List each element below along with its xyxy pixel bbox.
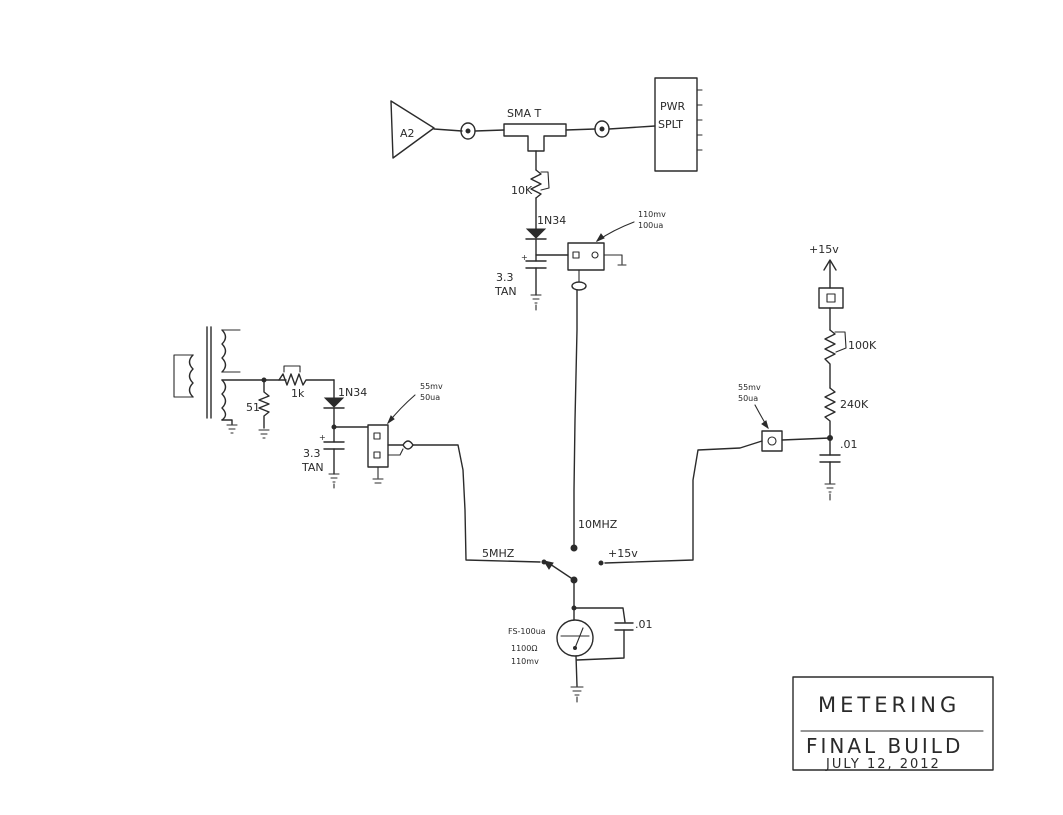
diode-1n34-top: 1N34 [525, 214, 566, 240]
resistor-51: 51 [246, 379, 270, 439]
wire-meter-gnd [575, 655, 578, 687]
power-splitter: PWR SPLT [654, 77, 703, 172]
wire-15v [604, 440, 763, 564]
title-block: METERING FINAL BUILD JULY 12, 2012 [792, 676, 994, 772]
title-text: METERING [818, 693, 960, 717]
r-right-bottom-label: 240K [840, 398, 869, 411]
wire-to-tee [474, 129, 505, 132]
wire-meter-bypass-bottom [576, 629, 625, 661]
meter-right-ua: 50ua [738, 394, 758, 403]
meter-mv-label: 110mv [511, 657, 539, 666]
cap-right-label: .01 [840, 438, 858, 451]
rotary-switch [541, 559, 604, 584]
meter-jack-right [761, 430, 783, 452]
switch-10mhz-label: 10MHZ [578, 518, 618, 531]
switch-5mhz-label: 5MHZ [482, 547, 515, 560]
r-right-top-label: 100K [848, 339, 877, 352]
amp-label: A2 [400, 127, 415, 140]
svg-text:+: + [319, 433, 326, 442]
cap-left-type: TAN [301, 461, 324, 474]
r-top-label: 10K [511, 184, 533, 197]
meter-right-mv: 55mv [738, 383, 761, 392]
supply-arrow [823, 259, 837, 289]
wire-xfmr-gnd [221, 419, 233, 425]
wire-to-right-jack [781, 437, 831, 441]
capacitor-.01-right: .01 [819, 437, 858, 501]
right-terminal [818, 287, 844, 309]
meter-top-ua: 100ua [638, 221, 663, 230]
sma-connector-left [460, 122, 476, 140]
d-top-label: 1N34 [537, 214, 566, 227]
meter-jack-top [567, 242, 627, 291]
subtitle-text: FINAL BUILD [806, 734, 963, 758]
wire-10mhz [573, 289, 578, 549]
wire-tee-right [565, 128, 596, 131]
wire-meter-bypass-top [573, 607, 626, 623]
d-left-label: 1N34 [338, 386, 367, 399]
switch-15v-label: +15v [608, 547, 638, 560]
meter-left-ua: 50ua [420, 393, 440, 402]
resistor-100k: 100K [824, 329, 877, 389]
r-left-shunt-label: 51 [246, 401, 260, 414]
resistor-10k: 10K [511, 169, 550, 199]
supply-label: +15v [809, 243, 839, 256]
panel-meter [556, 619, 594, 657]
r-left-series-label: 1k [291, 387, 305, 400]
sma-tee: SMA T [503, 107, 567, 152]
wire-amp-out [433, 128, 463, 132]
meter-cap-label: .01 [635, 618, 653, 631]
date-text: JULY 12, 2012 [825, 757, 941, 772]
capacitor-.01-meter: .01 [614, 618, 653, 631]
resistor-1k: 1k [278, 365, 335, 400]
resistor-240k: 240K [824, 387, 869, 439]
tee-label: SMA T [507, 107, 541, 120]
ground-meter [570, 686, 584, 703]
svg-text:+: + [521, 253, 528, 262]
splitter-label-1: PWR [660, 100, 686, 113]
meter-res-label: 1100Ω [511, 644, 537, 653]
wire-to-splitter [608, 125, 656, 130]
meter-top-mv: 110mv [638, 210, 666, 219]
amplifier-a2: A2 [390, 100, 435, 159]
sma-connector-right [594, 120, 610, 138]
cap-top-type: TAN [494, 285, 517, 298]
transformer [173, 326, 241, 421]
diode-1n34-left: 1N34 [323, 386, 367, 409]
cap-top-value: 3.3 [496, 271, 514, 284]
meter-jack-left [367, 424, 414, 484]
capacitor-3.3-top: + 3.3 TAN [494, 253, 547, 311]
splitter-label-2: SPLT [658, 118, 683, 131]
cap-left-value: 3.3 [303, 447, 321, 460]
wire-5mhz [412, 444, 541, 563]
capacitor-3.3-left: + 3.3 TAN [301, 433, 345, 489]
meter-model-label: FS-100ua [508, 627, 546, 636]
meter-left-mv: 55mv [420, 382, 443, 391]
